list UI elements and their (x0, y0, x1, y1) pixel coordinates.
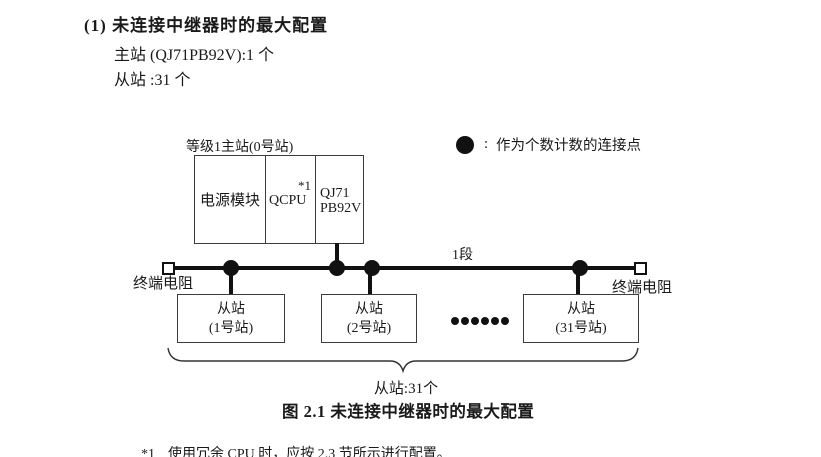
slave-station-1-box: 从站 (1号站) (177, 294, 285, 343)
master-station-box: 电源模块 *1 QCPU QJ71 PB92V (194, 155, 364, 244)
connection-point-icon (456, 135, 474, 154)
figure-caption: 图 2.1 未连接中继器时的最大配置 (282, 402, 535, 421)
legend-text: 作为个数计数的连接点 (496, 138, 642, 154)
connection-point-icon (364, 260, 380, 276)
master-drop-line (335, 243, 339, 268)
footnote-marker: *1 (141, 447, 155, 457)
slave1-drop-line (229, 268, 233, 295)
network-module-cell: QJ71 PB92V (315, 156, 362, 243)
legend-separator: : (484, 136, 489, 152)
slave-station-31-box: 从站 (31号站) (523, 294, 639, 343)
network-module-label: QJ71 PB92V (320, 186, 362, 216)
slave-station-2-box: 从站 (2号站) (321, 294, 417, 343)
footnote-text: 使用冗余 CPU 时，应按 2.3 节所示进行配置。 (168, 447, 451, 457)
terminating-resistor-right-label: 终端电阻 (612, 280, 673, 296)
qcpu-footnote-marker: *1 (298, 178, 311, 193)
master-count-text: 主站 (QJ71PB92V):1 个 (114, 47, 275, 64)
brace-label: 从站:31个 (373, 381, 439, 397)
slave-count-text: 从站 :31 个 (114, 72, 191, 89)
legend: : 作为个数计数的连接点 (456, 134, 641, 155)
section-heading: (1) 未连接中继器时的最大配置 (84, 16, 329, 35)
segment-label: 1段 (452, 248, 473, 263)
slave31-drop-line (576, 268, 580, 295)
slave-count-brace (167, 347, 639, 374)
slave2-drop-line (368, 268, 372, 295)
connection-point-icon (572, 260, 588, 276)
terminating-resistor-left-label: 终端电阻 (133, 276, 194, 292)
terminating-resistor-left (162, 262, 175, 275)
connection-point-icon (223, 260, 239, 276)
ellipsis-dots (451, 316, 509, 325)
bus-line (168, 266, 642, 270)
footnote: *1 使用冗余 CPU 时，应按 2.3 节所示进行配置。 (127, 427, 451, 457)
master-station-label: 等级1主站(0号站) (186, 140, 294, 155)
qcpu-label: QCPU (269, 193, 307, 208)
qcpu-cell: *1 QCPU (265, 156, 315, 243)
connection-point-icon (329, 260, 345, 276)
terminating-resistor-right (634, 262, 647, 275)
power-module-cell: 电源模块 (199, 193, 260, 209)
